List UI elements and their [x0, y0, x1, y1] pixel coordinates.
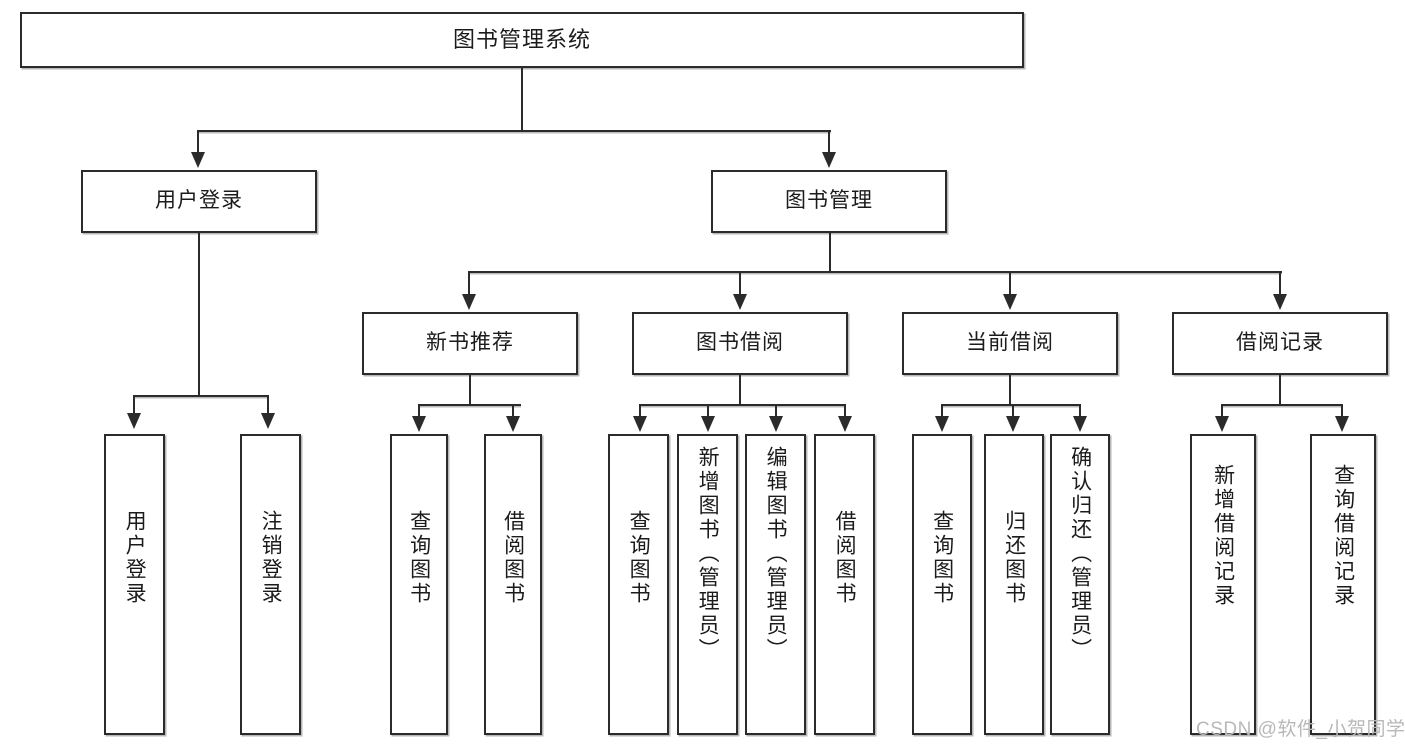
node-new-book-recommend[interactable]: 新书推荐 — [362, 312, 578, 375]
connector-br-stem — [1279, 375, 1281, 405]
node-book-management[interactable]: 图书管理 — [711, 170, 947, 233]
arrow-bb-leaf4 — [838, 416, 852, 432]
leaf-bb-add-book[interactable]: 新增图书（管理员） — [677, 434, 738, 735]
arrow-bm-to-current-borrow — [1003, 294, 1017, 310]
leaf-br-query-record[interactable]: 查询借阅记录 — [1310, 434, 1376, 735]
leaf-cb-confirm-return[interactable]: 确认归还（管理员） — [1050, 434, 1110, 735]
connector-book-management-stem — [829, 233, 831, 272]
connector-cb-leaf3 — [1079, 404, 1081, 418]
node-root[interactable]: 图书管理系统 — [20, 12, 1024, 68]
arrow-cb-leaf2 — [1006, 416, 1020, 432]
connector-cb-bar — [941, 404, 1080, 406]
leaf-bb-add-book-label: 新增图书（管理员） — [696, 446, 720, 662]
node-root-label: 图书管理系统 — [452, 27, 591, 53]
connector-bm-to-borrow-record — [1279, 271, 1281, 296]
connector-bm-to-current-borrow — [1009, 271, 1011, 296]
leaf-bb-query-book-label: 查询图书 — [627, 510, 651, 606]
connector-br-leaf2 — [1341, 404, 1343, 418]
connector-br-bar — [1221, 404, 1343, 406]
arrow-br-leaf1 — [1215, 416, 1229, 432]
connector-bb-bar — [639, 404, 846, 406]
arrow-bb-leaf2 — [701, 416, 715, 432]
connector-user-login-leaf1 — [133, 395, 135, 415]
connector-user-login-leaf2 — [267, 395, 269, 415]
node-book-management-label: 图书管理 — [785, 189, 873, 213]
leaf-br-add-record-label: 新增借阅记录 — [1211, 464, 1235, 608]
connector-book-management-bar — [468, 271, 1282, 273]
connector-user-login-stem — [198, 233, 200, 395]
arrow-bm-to-new-book — [462, 294, 476, 310]
arrow-bm-to-borrow-record — [1273, 294, 1287, 310]
connector-nbr-leaf1 — [418, 404, 420, 418]
node-book-borrow[interactable]: 图书借阅 — [632, 312, 848, 375]
node-user-login[interactable]: 用户登录 — [81, 170, 317, 233]
connector-cb-stem — [1009, 375, 1011, 405]
connector-root-to-book-manage — [828, 130, 830, 154]
leaf-nbr-borrow-book[interactable]: 借阅图书 — [484, 434, 542, 735]
node-new-book-recommend-label: 新书推荐 — [426, 331, 514, 355]
connector-br-leaf1 — [1221, 404, 1223, 418]
watermark-text: CSDN @软件_小贺同学 — [1196, 719, 1405, 740]
leaf-br-query-record-label: 查询借阅记录 — [1331, 464, 1355, 608]
leaf-nbr-query-book[interactable]: 查询图书 — [390, 434, 448, 735]
leaf-user-login-logout-label: 注销登录 — [259, 510, 283, 606]
node-user-login-label: 用户登录 — [155, 189, 243, 213]
arrow-nbr-leaf1 — [412, 416, 426, 432]
node-current-borrow[interactable]: 当前借阅 — [902, 312, 1118, 375]
arrow-root-to-user-login — [191, 152, 205, 168]
arrow-cb-leaf1 — [935, 416, 949, 432]
leaf-br-add-record[interactable]: 新增借阅记录 — [1190, 434, 1256, 735]
arrow-root-to-book-manage — [822, 152, 836, 168]
node-borrow-record-label: 借阅记录 — [1236, 331, 1324, 355]
leaf-cb-confirm-return-label: 确认归还（管理员） — [1068, 446, 1092, 662]
arrow-bb-leaf3 — [769, 416, 783, 432]
connector-bm-to-new-book — [468, 271, 470, 296]
connector-bb-leaf2 — [707, 404, 709, 418]
connector-bm-to-book-borrow — [739, 271, 741, 296]
leaf-nbr-query-book-label: 查询图书 — [407, 510, 431, 606]
connector-bb-stem — [739, 375, 741, 405]
connector-bb-leaf3 — [775, 404, 777, 418]
connector-root-bar — [197, 130, 831, 132]
connector-nbr-leaf2 — [512, 404, 514, 418]
leaf-bb-borrow-book[interactable]: 借阅图书 — [814, 434, 875, 735]
leaf-user-login-login[interactable]: 用户登录 — [104, 434, 165, 735]
arrow-nbr-leaf2 — [506, 416, 520, 432]
connector-root-stem — [521, 68, 523, 130]
leaf-cb-query-book[interactable]: 查询图书 — [912, 434, 972, 735]
arrow-bb-leaf1 — [633, 416, 647, 432]
arrow-bm-to-book-borrow — [733, 294, 747, 310]
leaf-bb-edit-book-label: 编辑图书（管理员） — [764, 446, 788, 662]
leaf-bb-borrow-book-label: 借阅图书 — [833, 510, 857, 606]
arrow-user-login-leaf2 — [261, 413, 275, 429]
node-book-borrow-label: 图书借阅 — [696, 331, 784, 355]
leaf-bb-edit-book[interactable]: 编辑图书（管理员） — [745, 434, 806, 735]
node-current-borrow-label: 当前借阅 — [966, 331, 1054, 355]
leaf-cb-return-book[interactable]: 归还图书 — [984, 434, 1044, 735]
connector-user-login-bar — [133, 395, 268, 397]
connector-bb-leaf1 — [639, 404, 641, 418]
arrow-cb-leaf3 — [1073, 416, 1087, 432]
connector-bb-leaf4 — [844, 404, 846, 418]
leaf-bb-query-book[interactable]: 查询图书 — [608, 434, 669, 735]
connector-root-to-user-login — [197, 130, 199, 154]
arrow-br-leaf2 — [1335, 416, 1349, 432]
leaf-cb-return-book-label: 归还图书 — [1002, 510, 1026, 606]
connector-cb-leaf1 — [941, 404, 943, 418]
leaf-nbr-borrow-book-label: 借阅图书 — [501, 510, 525, 606]
arrow-user-login-leaf1 — [127, 413, 141, 429]
leaf-user-login-logout[interactable]: 注销登录 — [240, 434, 301, 735]
leaf-user-login-login-label: 用户登录 — [123, 510, 147, 606]
connector-cb-leaf2 — [1012, 404, 1014, 418]
leaf-cb-query-book-label: 查询图书 — [930, 510, 954, 606]
connector-nbr-stem — [469, 375, 471, 405]
connector-nbr-bar — [418, 404, 521, 406]
node-borrow-record[interactable]: 借阅记录 — [1172, 312, 1388, 375]
